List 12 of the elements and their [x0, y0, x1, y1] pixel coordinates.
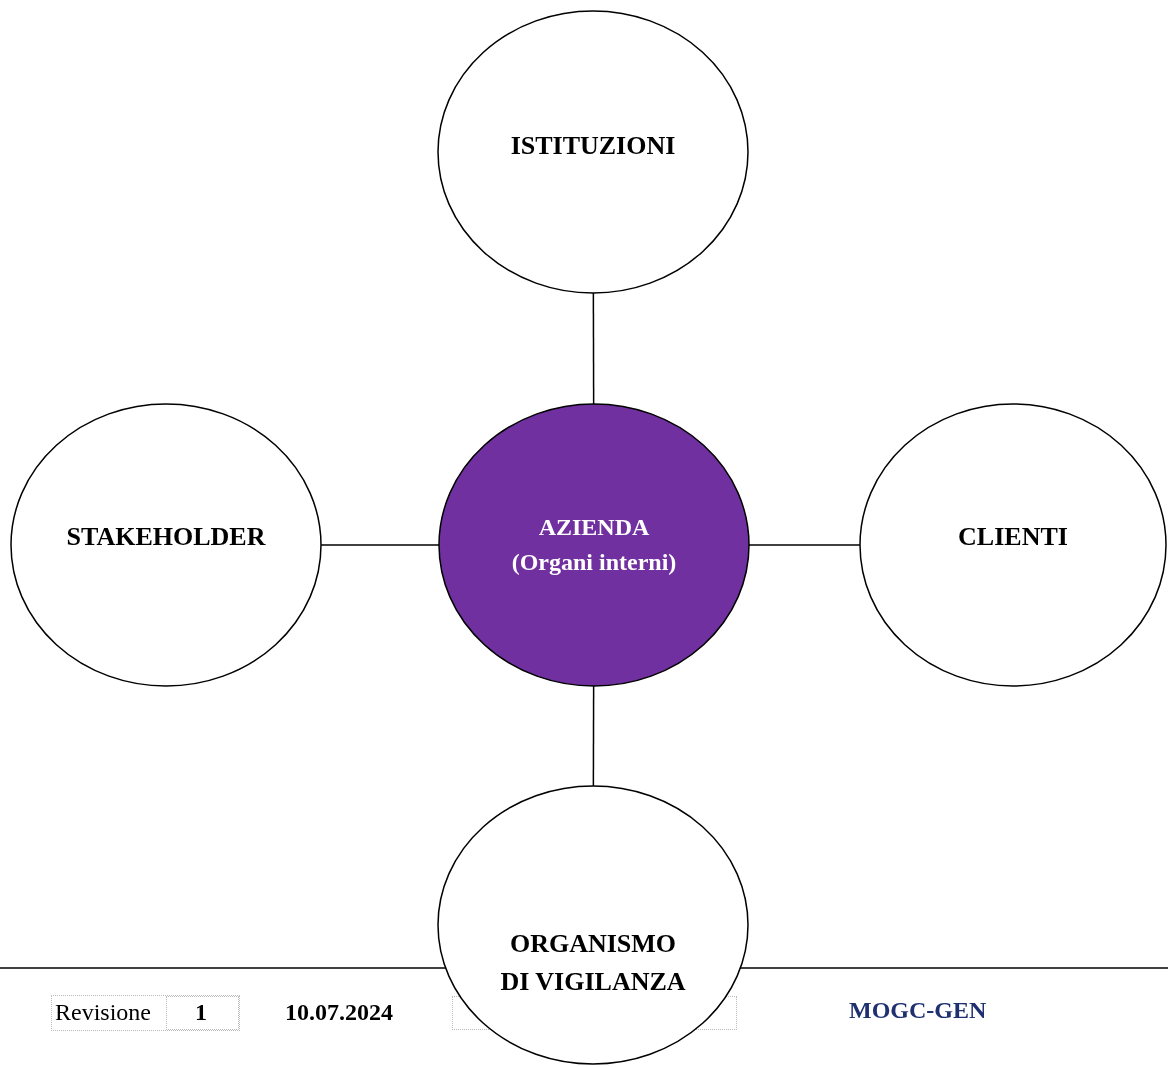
document-code: MOGC-GEN	[849, 997, 987, 1024]
connector-line	[592, 685, 595, 787]
connector-line	[592, 292, 595, 405]
node-subtitle: (Organi interni)	[511, 548, 677, 577]
revision-label: Revisione	[55, 999, 151, 1026]
node-title: ORGANISMO DI VIGILANZA	[499, 928, 687, 998]
node-title: AZIENDA	[538, 513, 650, 543]
node-title: STAKEHOLDER	[66, 521, 266, 554]
node-title: CLIENTI	[958, 521, 1068, 554]
revision-number: 1	[195, 999, 207, 1026]
revision-date: 10.07.2024	[285, 999, 393, 1026]
node-title: ISTITUZIONI	[510, 130, 676, 163]
